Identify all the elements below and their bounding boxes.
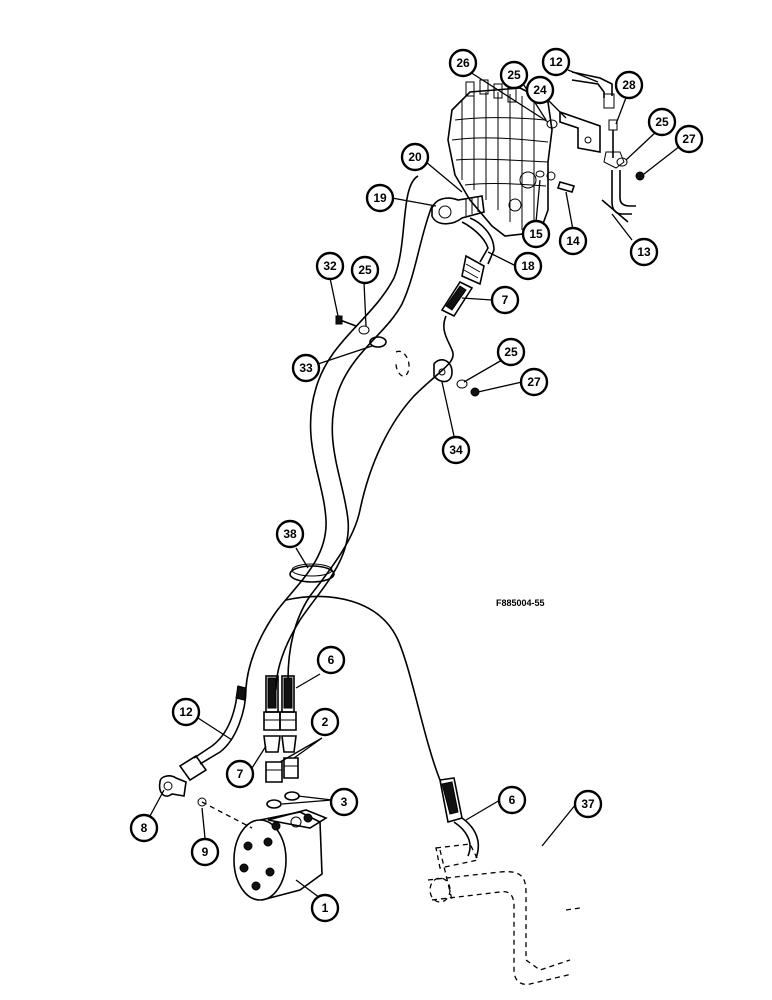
tube-18: [461, 217, 495, 286]
callout-24: 24: [525, 75, 555, 105]
svg-text:2: 2: [322, 715, 329, 729]
callout-25: 25: [499, 60, 529, 90]
callout-6: 6: [316, 645, 346, 675]
svg-text:24: 24: [533, 83, 547, 97]
callout-9: 9: [190, 837, 220, 867]
svg-text:8: 8: [141, 821, 148, 835]
upper-hose-12: [571, 71, 615, 109]
main-hose-bundle: [245, 175, 454, 781]
svg-text:15: 15: [529, 227, 543, 241]
callout-27: 27: [519, 367, 549, 397]
callout-38: 38: [275, 519, 305, 549]
steering-cylinder-phantom: [427, 843, 581, 986]
callout-2: 2: [310, 707, 340, 737]
hose-clamps: [335, 315, 480, 397]
mounting-bracket: [559, 110, 601, 153]
callout-13: 13: [629, 237, 659, 267]
leader-lines: [149, 69, 681, 899]
svg-text:7: 7: [237, 767, 244, 781]
hose-end-7-upper: [440, 280, 474, 318]
svg-text:14: 14: [566, 234, 580, 248]
callout-25: 25: [496, 337, 526, 367]
svg-text:27: 27: [682, 132, 696, 146]
callout-8: 8: [129, 813, 159, 843]
svg-text:3: 3: [341, 795, 348, 809]
callout-33: 33: [291, 353, 321, 383]
callout-1: 1: [310, 893, 340, 923]
elbow-fitting-19: [431, 195, 485, 225]
svg-text:32: 32: [323, 259, 337, 273]
callout-20: 20: [400, 142, 430, 172]
callout-12: 12: [171, 697, 201, 727]
callout-27: 27: [674, 124, 704, 154]
svg-text:18: 18: [521, 259, 535, 273]
lower-hose-ends: [263, 675, 297, 753]
adapters-2: [265, 757, 299, 783]
callout-15: 15: [521, 219, 551, 249]
callout-3: 3: [329, 787, 359, 817]
callout-37: 37: [573, 789, 603, 819]
callout-7: 7: [225, 759, 255, 789]
callout-25: 25: [647, 107, 677, 137]
svg-text:6: 6: [509, 793, 516, 807]
svg-text:27: 27: [527, 375, 541, 389]
svg-text:37: 37: [581, 797, 595, 811]
svg-text:25: 25: [655, 115, 669, 129]
callout-34: 34: [441, 435, 471, 465]
callout-26: 26: [448, 48, 478, 78]
tie-band-38: [289, 563, 335, 583]
svg-text:12: 12: [549, 55, 563, 69]
svg-text:33: 33: [299, 361, 313, 375]
svg-text:13: 13: [637, 245, 651, 259]
tube-13: [601, 170, 636, 223]
washers-and-nuts-upper: [535, 119, 645, 193]
o-rings-3: [266, 791, 300, 809]
callout-25: 25: [350, 255, 380, 285]
svg-text:1: 1: [322, 901, 329, 915]
o-ring-9: [197, 797, 207, 807]
callout-18: 18: [513, 251, 543, 281]
lower-right-hose-6: [439, 777, 480, 859]
svg-text:25: 25: [507, 68, 521, 82]
callout-28: 28: [614, 70, 644, 100]
svg-text:25: 25: [358, 263, 372, 277]
callout-12: 12: [541, 47, 571, 77]
svg-text:7: 7: [502, 293, 509, 307]
svg-text:26: 26: [456, 56, 470, 70]
svg-text:6: 6: [328, 653, 335, 667]
svg-text:38: 38: [283, 527, 297, 541]
svg-text:20: 20: [408, 150, 422, 164]
svg-text:34: 34: [449, 443, 463, 457]
callout-7: 7: [490, 285, 520, 315]
lower-hose-12: [178, 685, 247, 782]
elbow-8: [158, 775, 187, 797]
callout-14: 14: [558, 226, 588, 256]
svg-text:9: 9: [202, 845, 209, 859]
figure-reference-code: F885004-55: [496, 598, 545, 608]
steering-control-unit: [201, 801, 328, 901]
callout-19: 19: [365, 183, 395, 213]
svg-text:28: 28: [622, 78, 636, 92]
callout-32: 32: [315, 251, 345, 281]
svg-text:25: 25: [504, 345, 518, 359]
bolt-28: [603, 119, 625, 169]
control-valve-assembly: [447, 79, 553, 237]
svg-text:19: 19: [373, 191, 387, 205]
svg-text:12: 12: [179, 705, 193, 719]
callout-6: 6: [497, 785, 527, 815]
